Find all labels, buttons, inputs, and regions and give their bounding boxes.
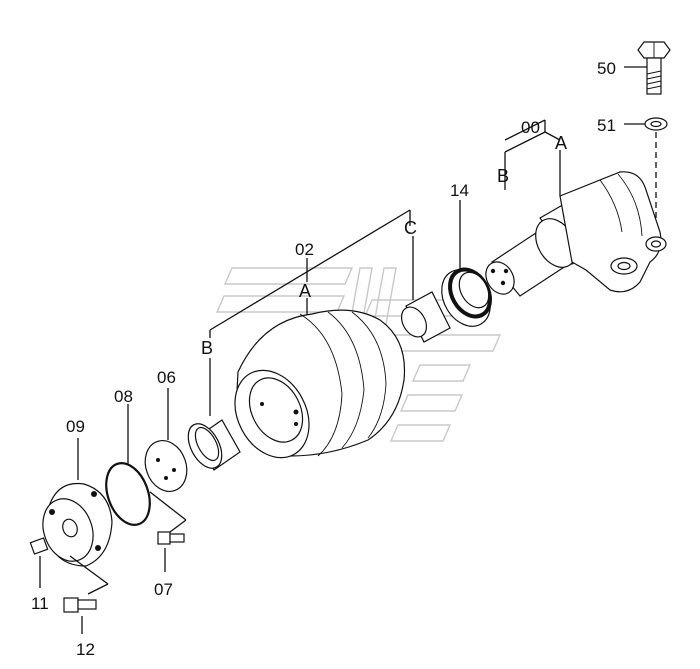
callout-c: C: [404, 218, 417, 238]
label-06: 06: [157, 368, 176, 387]
callout-b-lower: B: [201, 338, 213, 358]
label-08: 08: [114, 387, 133, 406]
label-11: 11: [31, 594, 49, 613]
label-00: 00: [521, 118, 540, 137]
part-09-cover: [42, 438, 113, 595]
part-51-washer: [624, 117, 668, 238]
part-00-shaft-bracket: [485, 119, 667, 297]
part-06-plate: [144, 388, 188, 533]
label-02: 02: [295, 240, 314, 259]
part-11-plug: [29, 537, 49, 588]
label-51: 51: [597, 116, 616, 135]
part-12-bolt: [63, 597, 97, 634]
label-50: 50: [597, 59, 616, 78]
part-c-bushing: [400, 236, 451, 343]
callout-b-upper: B: [497, 166, 509, 186]
label-07: 07: [154, 580, 173, 599]
label-09: 09: [66, 417, 85, 436]
callout-a-lower: A: [299, 281, 311, 301]
part-08-o-ring: [105, 404, 151, 526]
label-12: 12: [76, 640, 95, 659]
part-14-floating-seal: [441, 200, 492, 327]
part-02-track-roller: [209, 209, 411, 459]
callout-a-upper: A: [555, 133, 567, 153]
part-07-bolt: [157, 531, 185, 572]
part-50-bolt: [624, 41, 671, 95]
label-14: 14: [450, 181, 469, 200]
part-b-thrust-ring: [187, 358, 241, 471]
